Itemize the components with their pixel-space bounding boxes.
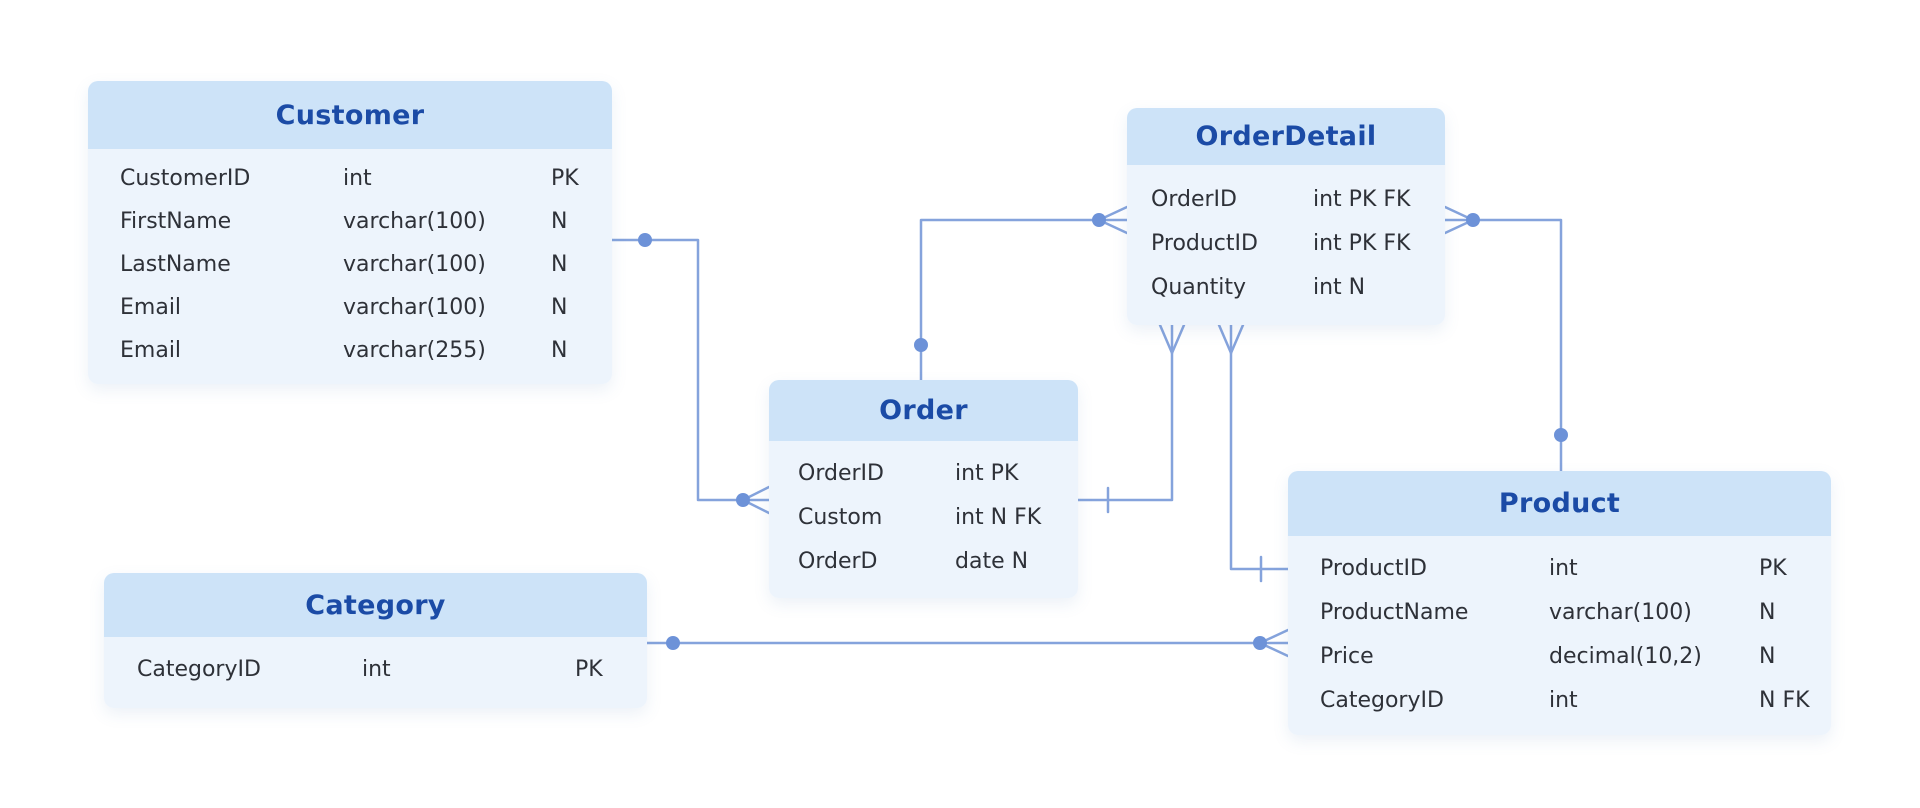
column-name: Custom — [798, 504, 883, 530]
column-type: int N FK — [955, 504, 1042, 530]
column-name: Email — [120, 338, 182, 363]
entity-customer-body: CustomerID int PK FirstName varchar(100)… — [88, 149, 612, 384]
entity-product-body: ProductID int PK ProductName varchar(100… — [1288, 536, 1831, 735]
table-row: OrderID int PK — [769, 451, 1078, 495]
column-type: varchar(100) — [343, 209, 486, 234]
column-type: int — [343, 166, 372, 191]
table-row: OrderID int PK FK — [1127, 177, 1445, 221]
connection-dot — [1554, 428, 1568, 442]
column-name: CategoryID — [1320, 687, 1444, 713]
column-name: Email — [120, 295, 182, 320]
column-type: int PK FK — [1313, 186, 1411, 212]
column-type: decimal(10,2) — [1549, 643, 1702, 669]
column-name: Quantity — [1151, 274, 1247, 300]
column-name: OrderID — [1151, 186, 1237, 212]
relationship-customer-order — [610, 233, 771, 515]
table-row: CustomerID int PK — [88, 157, 612, 200]
relationship-category-product — [645, 628, 1290, 658]
entity-product[interactable]: Product ProductID int PK ProductName var… — [1288, 471, 1831, 735]
connection-dot — [1253, 636, 1267, 650]
connector-path — [1443, 218, 1563, 473]
column-key: N FK — [1759, 687, 1810, 713]
column-key: N — [551, 252, 568, 277]
entity-customer[interactable]: Customer CustomerID int PK FirstName var… — [88, 81, 612, 384]
column-type: int — [1549, 555, 1578, 581]
entity-product-title: Product — [1288, 471, 1831, 536]
column-type: int N — [1313, 274, 1366, 300]
crow-foot-many-marker — [1217, 323, 1245, 355]
table-row: Price decimal(10,2) N — [1288, 634, 1831, 678]
connection-dot — [638, 233, 652, 247]
column-name: ProductID — [1151, 230, 1258, 256]
column-name: ProductID — [1320, 555, 1427, 581]
column-name: CategoryID — [137, 656, 261, 682]
entity-category-title: Category — [104, 573, 647, 637]
relationship-orderdetail-order — [1076, 323, 1186, 514]
column-key: PK — [1759, 555, 1787, 581]
column-name: ProductName — [1320, 599, 1469, 625]
table-row: Email varchar(255) N — [88, 329, 612, 372]
entity-orderdetail-title: OrderDetail — [1127, 108, 1445, 165]
connector-path — [610, 238, 771, 502]
column-name: OrderID — [798, 460, 884, 486]
table-row: OrderD date N — [769, 539, 1078, 583]
relationship-orderdetail-product-right — [1443, 205, 1568, 473]
relationship-order-orderdetail — [914, 205, 1129, 382]
column-type: int PK FK — [1313, 230, 1411, 256]
table-row: Quantity int N — [1127, 265, 1445, 309]
entity-category-body: CategoryID int PK — [104, 637, 647, 708]
entity-orderdetail-body: OrderID int PK FK ProductID int PK FK Qu… — [1127, 165, 1445, 325]
connection-dot — [736, 493, 750, 507]
connection-dot — [666, 636, 680, 650]
connection-dot — [1092, 213, 1106, 227]
table-row: LastName varchar(100) N — [88, 243, 612, 286]
column-type: varchar(100) — [343, 252, 486, 277]
entity-customer-title: Customer — [88, 81, 612, 149]
column-name: OrderD — [798, 548, 878, 574]
column-key: N — [1759, 599, 1776, 625]
connection-dot — [914, 338, 928, 352]
connector-path — [1229, 323, 1290, 571]
table-row: CategoryID int PK — [104, 647, 647, 691]
table-row: ProductName varchar(100) N — [1288, 590, 1831, 634]
column-type: varchar(100) — [343, 295, 486, 320]
table-row: Email varchar(100) N — [88, 286, 612, 329]
table-row: FirstName varchar(100) N — [88, 200, 612, 243]
column-type: int — [362, 656, 391, 682]
connector-path — [919, 218, 1129, 382]
entity-order[interactable]: Order OrderID int PK Custom int N FK Ord… — [769, 380, 1078, 598]
connector-path — [1076, 323, 1174, 502]
connection-dot — [1466, 213, 1480, 227]
table-row: CategoryID int N FK — [1288, 678, 1831, 722]
column-key: PK — [575, 656, 603, 682]
column-key: N — [551, 295, 568, 320]
column-type: date N — [955, 548, 1029, 574]
crow-foot-many-marker — [1158, 323, 1186, 355]
entity-category[interactable]: Category CategoryID int PK — [104, 573, 647, 708]
entity-order-title: Order — [769, 380, 1078, 441]
column-type: varchar(255) — [343, 338, 486, 363]
entity-order-body: OrderID int PK Custom int N FK OrderD da… — [769, 441, 1078, 598]
column-key: N — [551, 338, 568, 363]
relationship-orderdetail-product-left — [1217, 323, 1290, 583]
column-key: PK — [551, 166, 579, 191]
table-row: ProductID int PK FK — [1127, 221, 1445, 265]
column-type: int — [1549, 687, 1578, 713]
column-key: N — [551, 209, 568, 234]
column-name: CustomerID — [120, 166, 251, 191]
column-key: N — [1759, 643, 1776, 669]
column-type: varchar(100) — [1549, 599, 1692, 625]
entity-orderdetail[interactable]: OrderDetail OrderID int PK FK ProductID … — [1127, 108, 1445, 325]
column-name: LastName — [120, 252, 231, 277]
column-name: Price — [1320, 643, 1374, 669]
table-row: ProductID int PK — [1288, 546, 1831, 590]
table-row: Custom int N FK — [769, 495, 1078, 539]
column-name: FirstName — [120, 209, 232, 234]
column-type: int PK — [955, 460, 1019, 486]
